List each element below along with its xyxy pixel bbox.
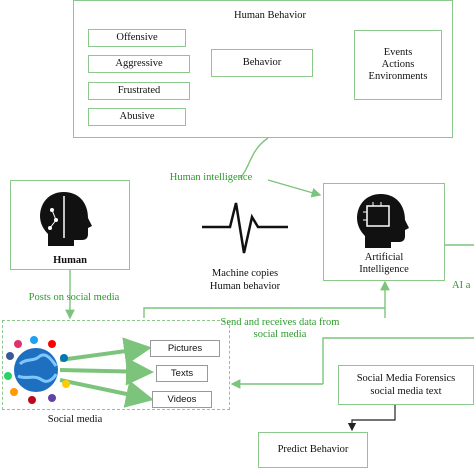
behavior-abusive [88,108,186,126]
machine-line2: Human behavior [209,281,281,292]
ai-head-icon [357,194,409,248]
machine-line1: Machine copies [211,268,279,279]
social-media-label: Social media [47,414,103,425]
heartbeat-icon [202,202,288,254]
source-environments: Environments [368,71,428,82]
behavior-abusive-label: Abusive [119,111,155,122]
behavior-aggressive-label: Aggressive [115,58,163,69]
posts-label: Posts on social media [28,292,120,303]
forensics-line1: Social Media Forensics [356,373,456,384]
ai-line2: Intelligence [359,264,409,275]
social-item-videos [152,391,212,408]
predict-box [258,432,368,468]
social-media-panel [2,320,230,410]
forensics-box [338,365,474,405]
social-item-texts [156,365,208,382]
forensics-line2: social media text [370,386,442,397]
human-label: Human [53,255,87,266]
social-item-texts-label: Texts [170,368,194,379]
ai-cut-label: AI a [452,280,471,291]
behavior-frustrated [88,82,190,100]
predict-label: Predict Behavior [277,444,349,455]
social-globe-icon [4,336,70,404]
behavior-center-box [211,49,313,77]
send-receive-line1: Send and receives data from [220,317,340,328]
behavior-frustrated-label: Frustrated [117,85,161,96]
human-behavior-title: Human Behavior [233,10,307,21]
source-events: Events [383,47,413,58]
behavior-offensive [88,29,186,47]
social-item-pictures [150,340,220,357]
behavior-aggressive [88,55,190,73]
ai-line1: Artificial [364,252,404,263]
social-item-videos-label: Videos [167,394,197,405]
social-item-pictures-label: Pictures [167,343,203,354]
behavior-center-label: Behavior [242,57,282,68]
sources-box [354,30,442,100]
behavior-offensive-label: Offensive [116,32,158,43]
send-receive-line2: social media [253,329,307,340]
human-intelligence-label: Human intelligence [169,172,253,183]
human-head-icon [40,192,92,246]
source-actions: Actions [381,59,415,70]
